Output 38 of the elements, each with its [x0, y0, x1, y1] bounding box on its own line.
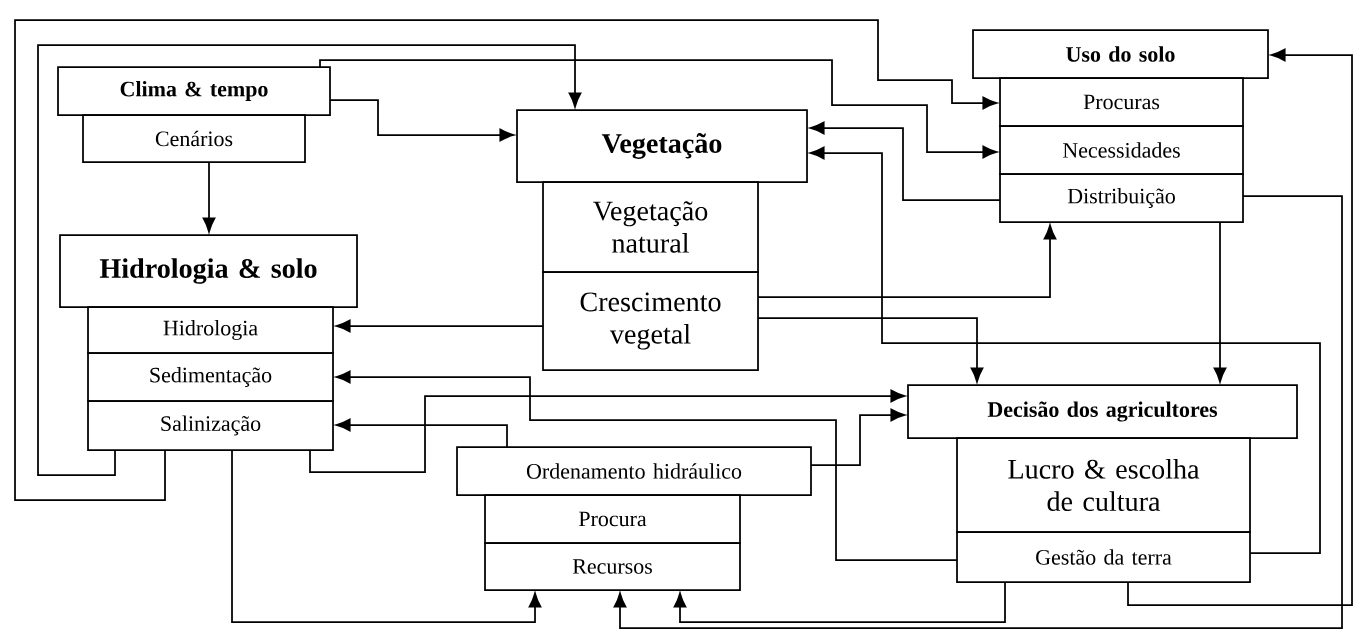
compartment-box: Salinização — [87, 400, 334, 451]
arrow — [335, 418, 508, 448]
compartment-box: Procura — [484, 494, 741, 544]
arrow — [757, 317, 984, 383]
arrow — [335, 319, 544, 333]
compartment-box: Sedimentação — [87, 352, 334, 402]
arrow — [1127, 48, 1353, 606]
arrow — [309, 389, 906, 473]
header-box: Ordenamento hidráulico — [456, 446, 812, 496]
compartment-box: Vegetação natural — [542, 181, 759, 273]
arrow — [37, 44, 582, 476]
arrow — [329, 99, 515, 142]
arrow — [810, 408, 906, 466]
arrow — [231, 449, 542, 623]
compartment-box: Procuras — [999, 77, 1244, 127]
header-box: Clima & tempo — [57, 66, 331, 116]
compartment-box: Gestão da terra — [956, 531, 1251, 583]
header-box: Decisão dos agricultores — [907, 384, 1298, 439]
arrow — [1213, 221, 1227, 383]
compartment-box: Crescimento vegetal — [542, 271, 759, 371]
compartment-box: Distribuição — [999, 173, 1244, 223]
arrow — [673, 581, 1006, 623]
header-box: Uso do solo — [972, 29, 1269, 79]
compartment-box: Hidrologia — [87, 306, 334, 354]
arrow — [202, 161, 216, 233]
arrow — [613, 195, 1343, 629]
arrow — [14, 19, 998, 501]
header-box: Vegetação — [516, 109, 808, 183]
compartment-box: Necessidades — [999, 125, 1244, 175]
arrow — [757, 224, 1057, 298]
arrow — [319, 59, 998, 159]
header-box: Hidrologia & solo — [59, 234, 358, 308]
compartment-box: Cenários — [82, 114, 306, 163]
compartment-box: Recursos — [484, 542, 741, 591]
compartment-box: Lucro & escolha de cultura — [956, 437, 1251, 533]
arrow — [809, 121, 1001, 201]
arrow — [335, 370, 958, 561]
arrow — [809, 146, 1321, 554]
